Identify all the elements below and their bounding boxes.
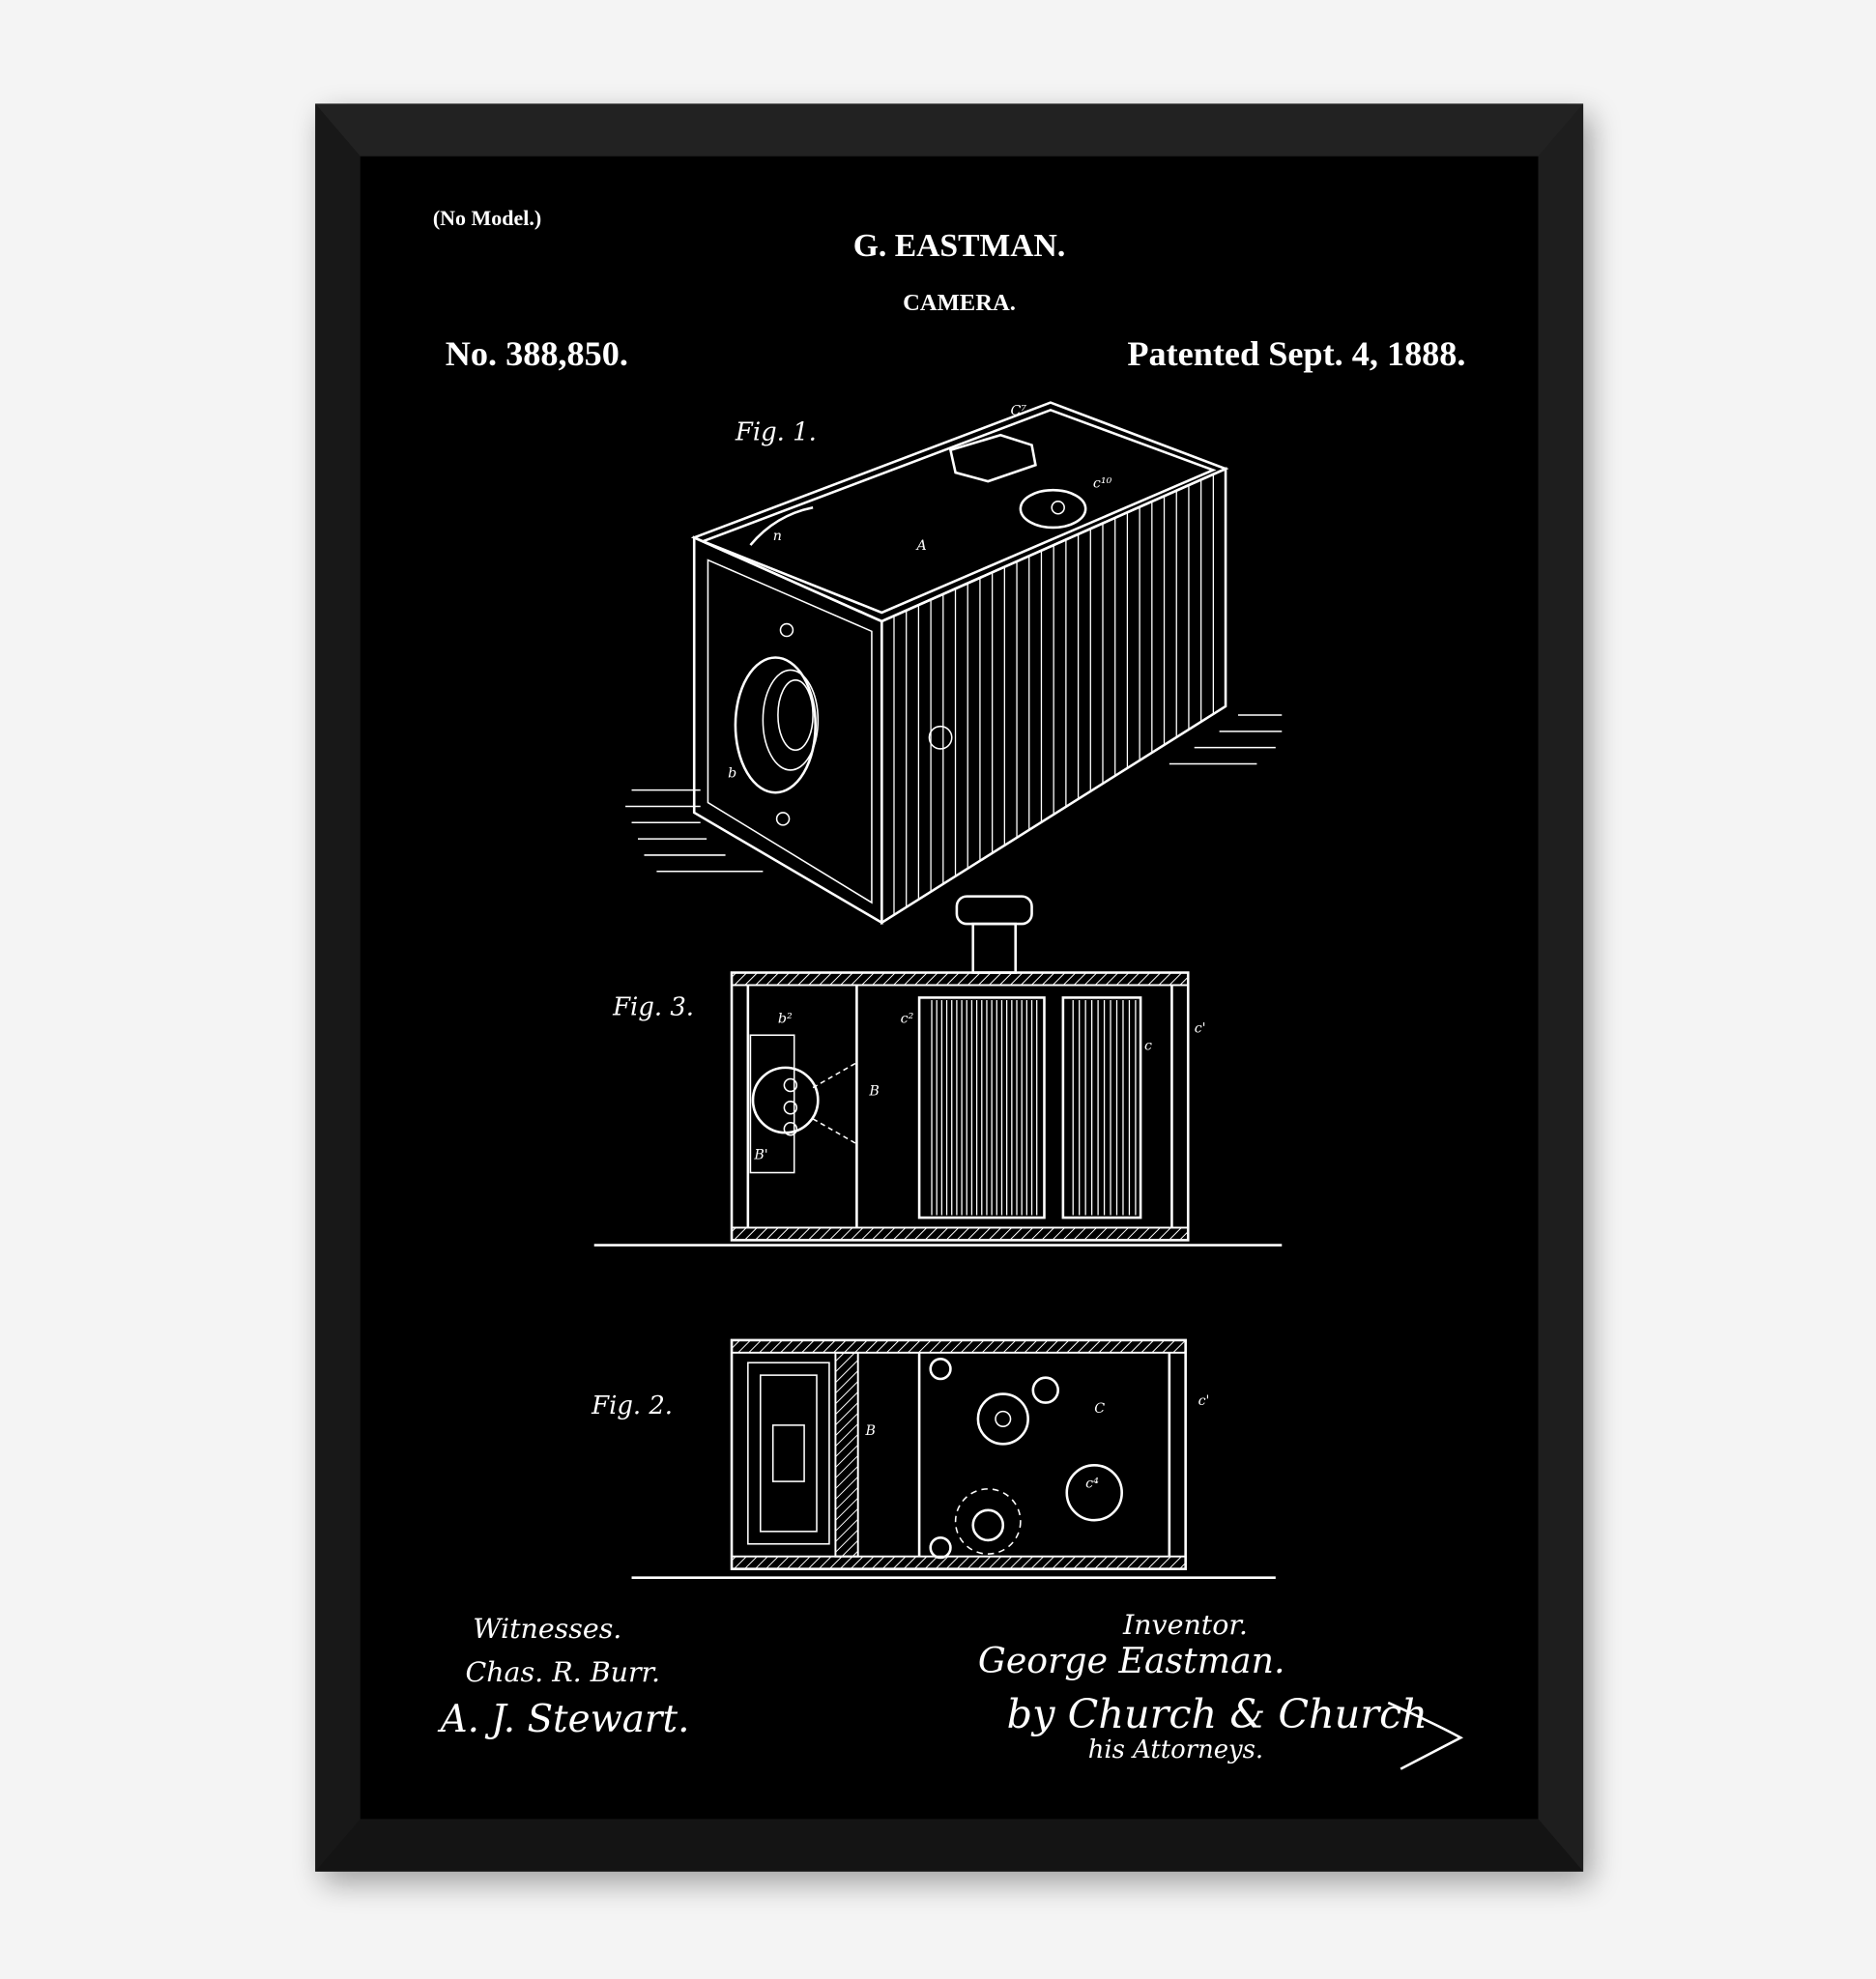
label-n: n [773,529,782,544]
label-B-fig2: B [864,1423,875,1439]
fig1-label: Fig. 1. [735,417,817,446]
label-c4: c⁴ [1085,1477,1099,1492]
label-b: b [728,766,736,782]
fig2-label: Fig. 2. [591,1391,673,1420]
label-c10: c¹⁰ [1093,476,1112,492]
witnesses-label: Witnesses. [473,1613,621,1645]
label-B1: B' [753,1147,767,1162]
inventor-signature: George Eastman. [978,1640,1285,1681]
label-c1-fig2: c' [1198,1393,1210,1409]
label-A: A [915,538,927,554]
label-c: c [1144,1039,1152,1054]
inventor-label: Inventor. [1122,1609,1248,1641]
attorney-signature: by Church & Church [1007,1691,1428,1737]
inventor-name: G. EASTMAN. [853,228,1066,264]
patent-date: Patented Sept. 4, 1888. [1127,334,1465,373]
label-b2: b² [778,1011,793,1026]
patent-title: CAMERA. [903,290,1016,316]
witness-2-signature: A. J. Stewart. [438,1698,690,1741]
label-c7: C⁷ [1011,404,1027,419]
patent-number: No. 388,850. [446,334,628,373]
fig3-label: Fig. 3. [612,993,694,1022]
label-C: C [1094,1401,1105,1417]
label-B: B [868,1083,879,1099]
label-c2: c² [901,1011,914,1026]
model-note: (No Model.) [433,206,541,230]
label-c1: c' [1195,1021,1206,1037]
witness-1-signature: Chas. R. Burr. [465,1656,660,1688]
attorneys-label: his Attorneys. [1088,1735,1263,1764]
